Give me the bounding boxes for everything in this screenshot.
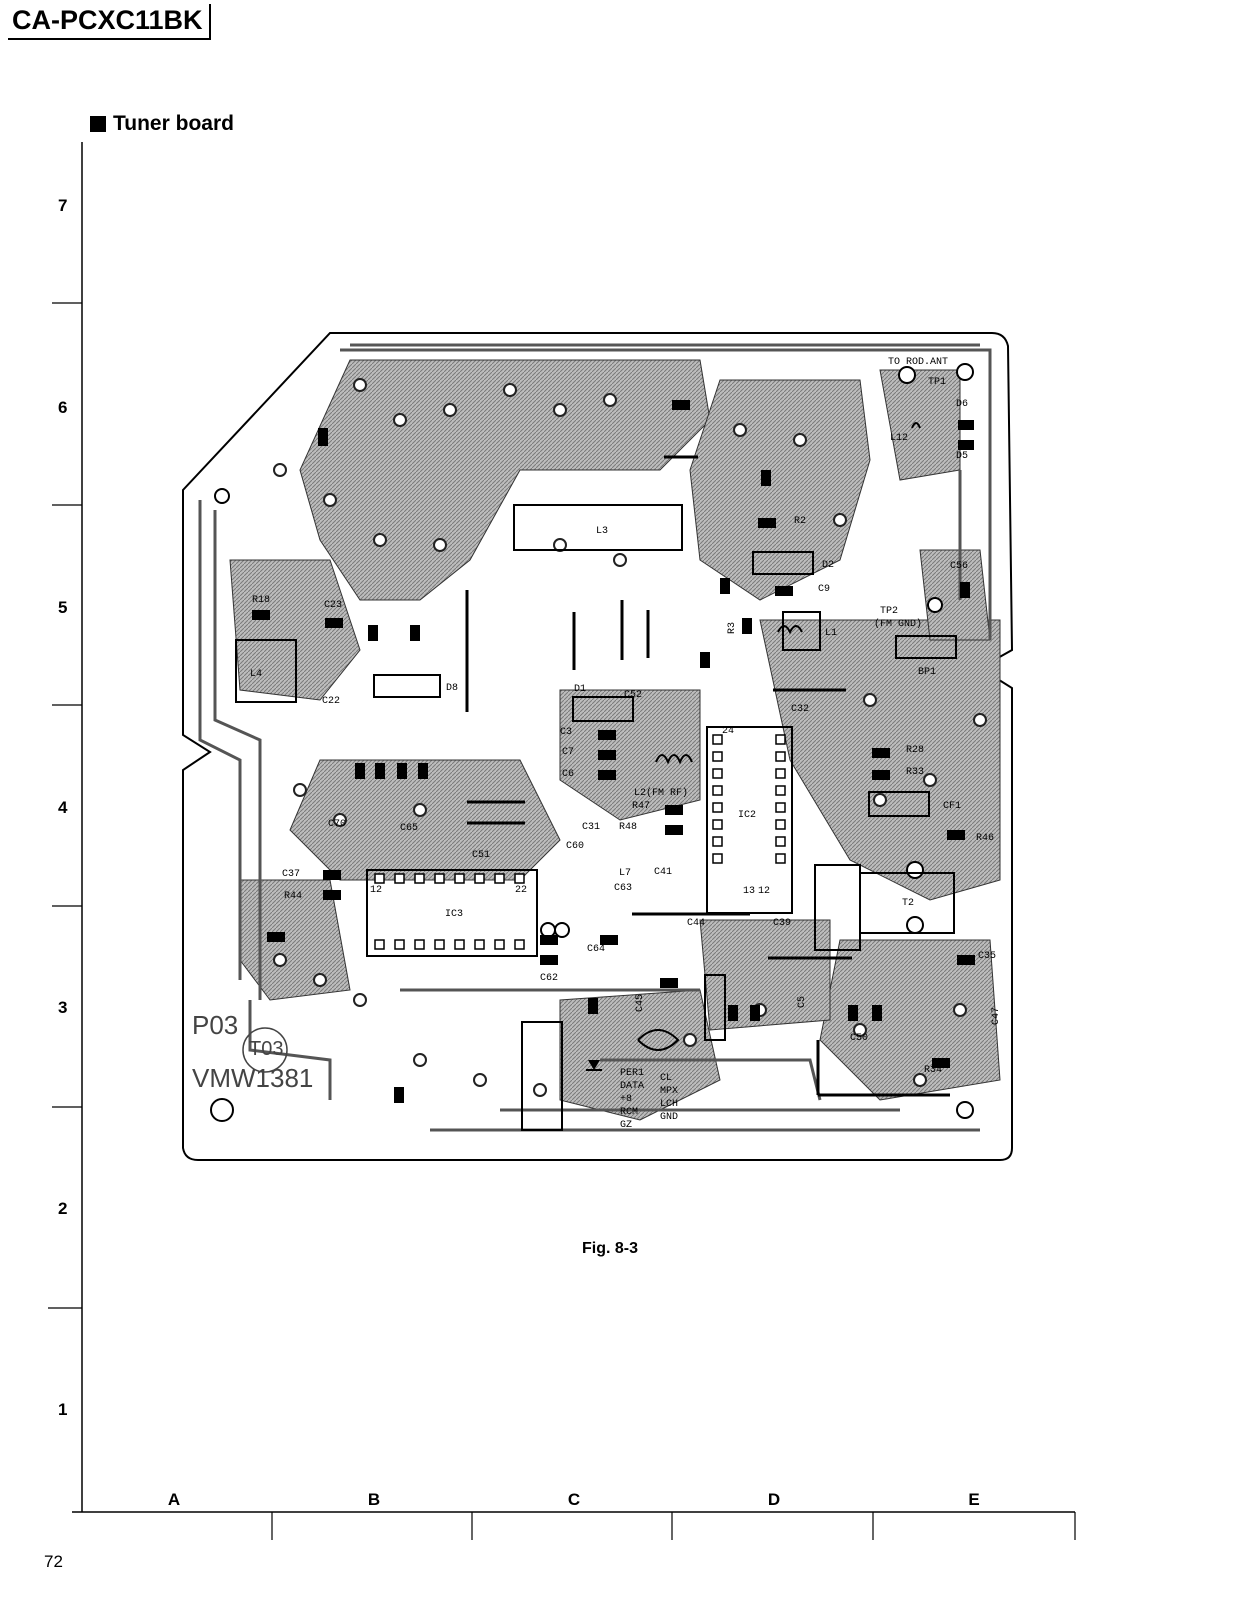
label-r2: R2 [794, 516, 806, 527]
label-c37: C37 [282, 869, 300, 880]
label-c3: C3 [560, 727, 572, 738]
label-ant: TO ROD.ANT [888, 357, 948, 368]
label-r3: R3 [727, 622, 738, 634]
label-r48: R48 [619, 822, 637, 833]
label-c22: C22 [322, 696, 340, 707]
row-label-2: 2 [58, 1199, 68, 1218]
label-d5: D5 [956, 451, 968, 462]
label-c62: C62 [540, 973, 558, 984]
label-l12: L12 [890, 433, 908, 444]
model-header: CA-PCXC11BK [8, 4, 211, 40]
col-label-c: C [567, 1490, 581, 1509]
section-title: Tuner board [90, 112, 234, 136]
label-d6: D6 [956, 399, 968, 410]
label-ic3: IC3 [445, 909, 463, 920]
label-d8: D8 [446, 683, 458, 694]
label-d2: D2 [822, 560, 834, 571]
label-tp2: TP2 [880, 606, 898, 617]
label-d1: D1 [574, 684, 586, 695]
label-l3: L3 [596, 526, 608, 537]
label-conn-rcm: RCM [620, 1107, 638, 1118]
row-label-3: 3 [58, 998, 68, 1017]
label-c31: C31 [582, 822, 600, 833]
label-conn-lch: LCH [660, 1099, 678, 1110]
label-c60: C60 [566, 841, 584, 852]
label-l2: L2(FM RF) [634, 787, 688, 799]
label-c35: C35 [978, 951, 996, 962]
label-bp1: BP1 [918, 667, 936, 678]
label-c52: C52 [624, 690, 642, 701]
label-conn-data: DATA [620, 1081, 644, 1092]
label-conn-cl: CL [660, 1073, 672, 1084]
row-label-1: 1 [58, 1400, 68, 1419]
label-t2: T2 [902, 898, 914, 909]
col-label-d: D [767, 1490, 781, 1509]
label-c23: C23 [324, 600, 342, 611]
label-r47: R47 [632, 801, 650, 812]
row-label-6: 6 [58, 398, 68, 417]
label-r18: R18 [252, 595, 270, 606]
label-fm-gnd: (FM GND) [874, 618, 922, 630]
label-pin13: 13 [743, 886, 755, 897]
label-c63: C63 [614, 883, 632, 894]
label-cf1: CF1 [943, 801, 961, 812]
col-label-b: B [367, 1490, 381, 1509]
label-c39: C39 [773, 918, 791, 929]
label-tp1: TP1 [928, 377, 946, 388]
label-c44: C44 [687, 918, 705, 929]
row-label-7: 7 [58, 196, 68, 215]
label-pin12b: 12 [370, 885, 382, 896]
label-c5: C5 [797, 996, 808, 1008]
label-c65: C65 [400, 823, 418, 834]
label-conn-gnd: GND [660, 1112, 678, 1123]
label-pin22: 22 [515, 885, 527, 896]
label-r34: R34 [924, 1065, 942, 1076]
label-c7: C7 [562, 747, 574, 758]
row-label-4: 4 [58, 798, 68, 817]
label-conn-8v: +8 [620, 1094, 632, 1105]
label-c32: C32 [791, 704, 809, 715]
figure-caption: Fig. 8-3 [582, 1240, 639, 1257]
row-label-5: 5 [58, 598, 68, 617]
col-label-a: A [167, 1490, 181, 1509]
label-c50: C50 [850, 1033, 868, 1044]
board-code-p03: P03 [192, 1010, 238, 1040]
label-c9: C9 [818, 584, 830, 595]
label-pin24: 24 [722, 726, 734, 737]
section-title-text: Tuner board [113, 112, 234, 135]
board-code-t03: T03 [249, 1038, 283, 1060]
label-conn-per1: PER1 [620, 1068, 644, 1079]
label-conn-gz: GZ [620, 1120, 632, 1131]
label-c70: C70 [328, 819, 346, 830]
label-c64: C64 [587, 944, 605, 955]
label-conn-mpx: MPX [660, 1086, 678, 1097]
label-l4: L4 [250, 669, 262, 680]
label-c45: C45 [635, 994, 646, 1012]
label-ic2: IC2 [738, 810, 756, 821]
label-c56: C56 [950, 561, 968, 572]
label-l1: L1 [825, 628, 837, 639]
label-r33: R33 [906, 767, 924, 778]
label-pin12: 12 [758, 886, 770, 897]
label-c51: C51 [472, 850, 490, 861]
label-r44: R44 [284, 891, 302, 902]
label-l7: L7 [619, 868, 631, 879]
label-c41: C41 [654, 867, 672, 878]
label-r46: R46 [976, 833, 994, 844]
label-c6: C6 [562, 769, 574, 780]
bullet-square-icon [90, 116, 106, 132]
label-r28: R28 [906, 745, 924, 756]
page-number: 72 [44, 1552, 63, 1571]
label-c47: C47 [991, 1007, 1002, 1025]
col-label-e: E [968, 1490, 980, 1509]
